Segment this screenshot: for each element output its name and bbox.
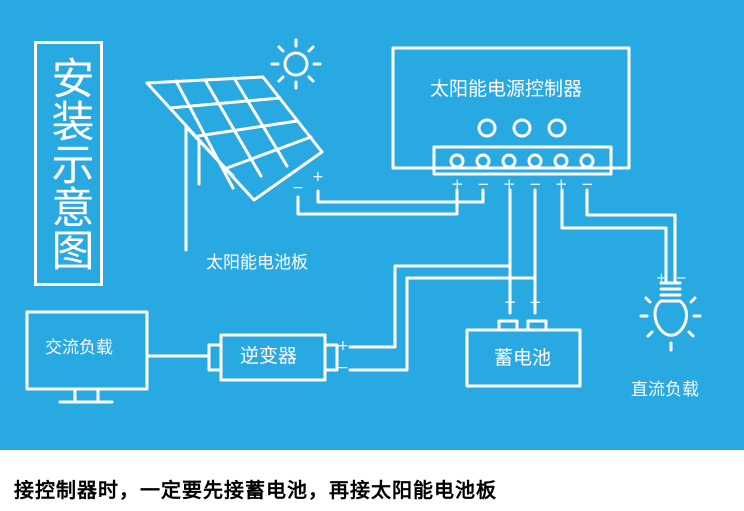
solar-panel-icon <box>145 75 324 252</box>
controller-terminal-minus-1: − <box>477 175 490 193</box>
battery-label: 蓄电池 <box>494 347 552 369</box>
ac-load-label: 交流负载 <box>45 338 113 358</box>
solar-panel-label: 太阳能电池板 <box>206 253 308 273</box>
sun-icon <box>270 38 322 90</box>
bulb-minus-sign: − <box>676 271 687 286</box>
diagram-canvas: 安装示意图 太阳能电源控制器 + − + − + − − + 太阳能电池板 + … <box>0 0 744 450</box>
inverter-plus-sign: + <box>337 338 349 354</box>
bulb-plus-sign: + <box>656 271 667 286</box>
controller-box <box>391 46 631 170</box>
battery-plus-sign: + <box>504 293 517 311</box>
controller-terminal-plus-3: + <box>555 175 568 193</box>
controller-terminal-plus-2: + <box>503 175 516 193</box>
controller-label: 太阳能电源控制器 <box>430 78 583 100</box>
panel-plus-sign: + <box>312 169 324 185</box>
battery-box <box>465 328 582 388</box>
inverter-label: 逆变器 <box>240 345 298 367</box>
title-box: 安装示意图 <box>34 41 103 286</box>
terminal-strip <box>432 145 613 176</box>
dc-load-label: 直流负载 <box>631 380 699 400</box>
controller-terminal-minus-3: − <box>581 175 594 193</box>
light-bulb-icon <box>639 268 702 352</box>
battery-minus-sign: − <box>529 293 542 311</box>
monitor-icon <box>25 310 149 404</box>
inverter-minus-sign: − <box>337 360 349 376</box>
caption-text: 接控制器时，一定要先接蓄电池，再接太阳能电池板 <box>14 478 497 502</box>
controller-terminal-minus-2: − <box>529 175 542 193</box>
panel-minus-sign: − <box>292 180 304 196</box>
wiring-diagram <box>25 38 702 404</box>
controller-terminal-plus-1: + <box>451 175 464 193</box>
diagram-title: 安装示意图 <box>44 56 94 271</box>
